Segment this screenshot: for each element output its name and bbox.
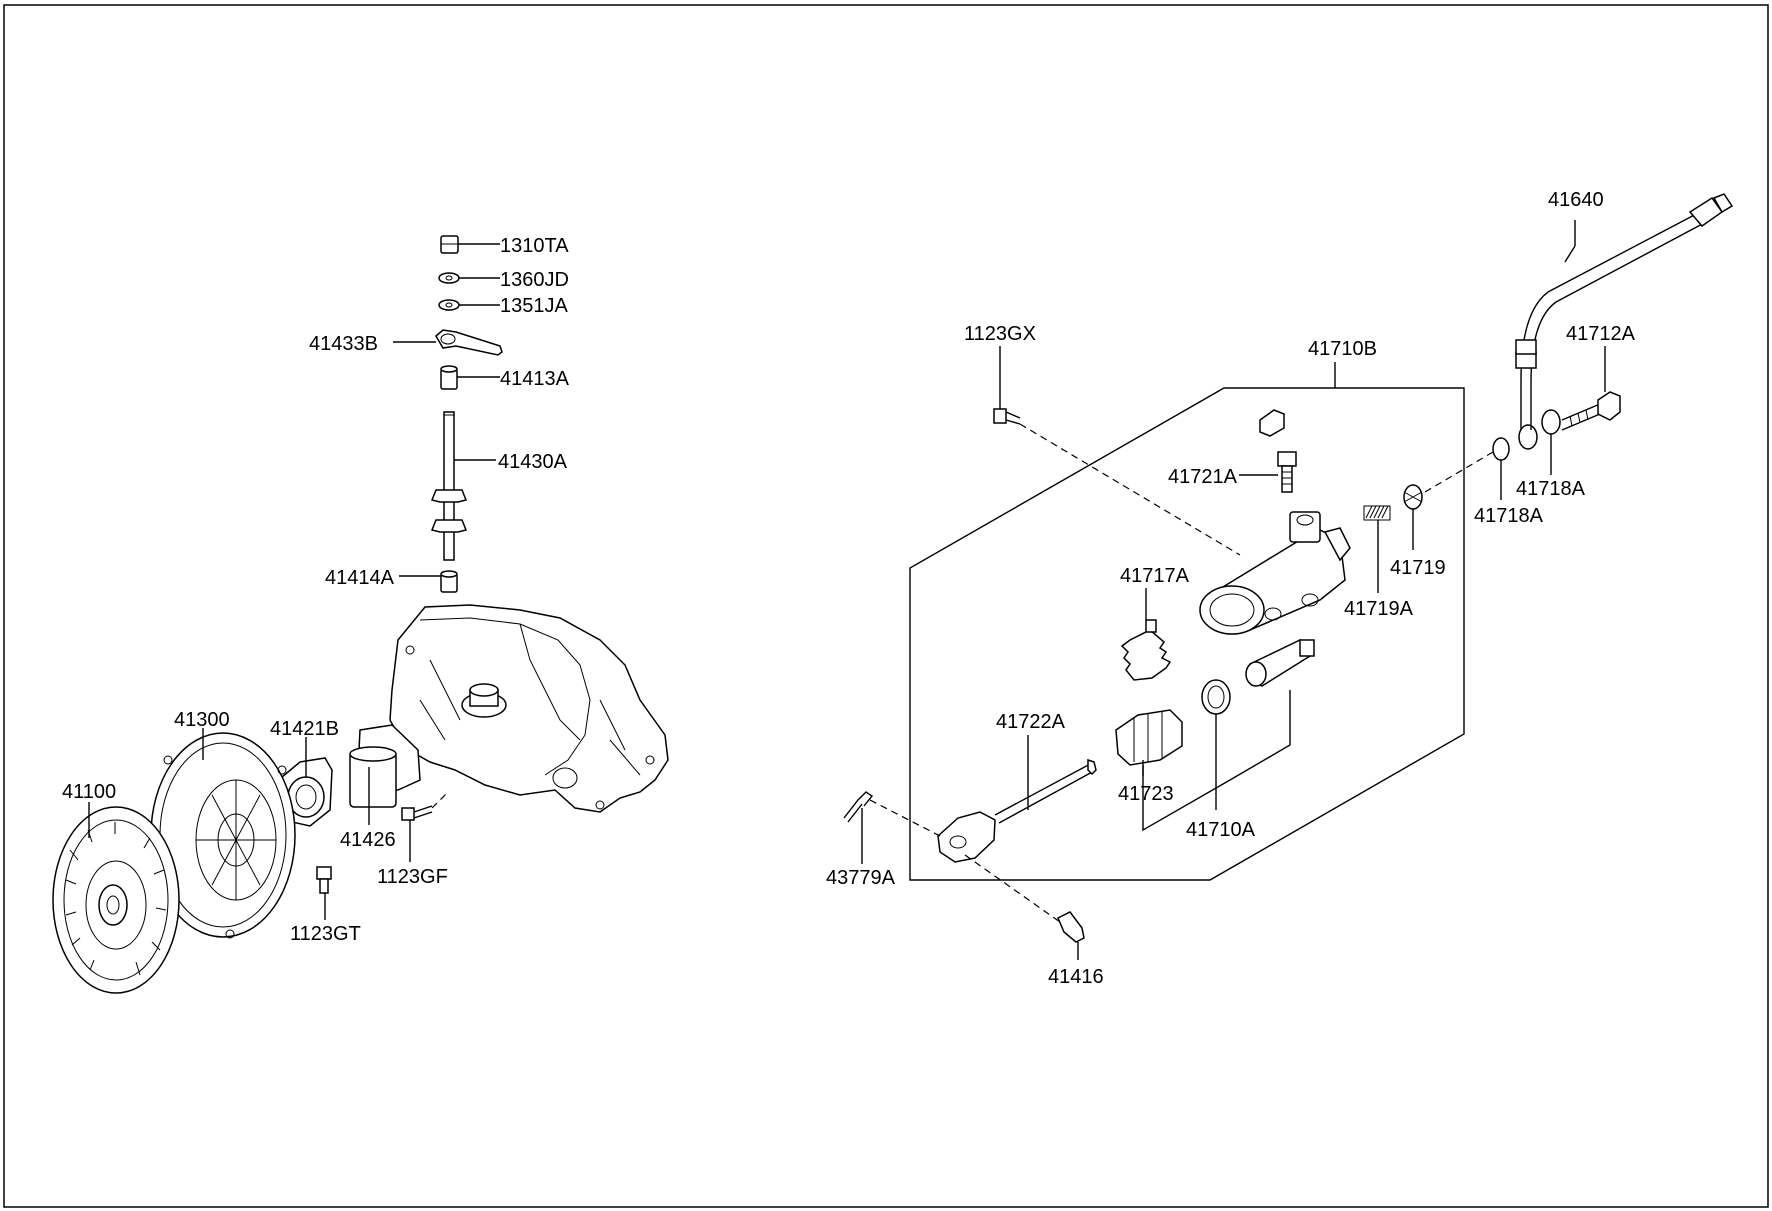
- shift-shaft-group: [430, 235, 503, 593]
- label-41719A: 41719A: [1344, 598, 1414, 620]
- label-41719: 41719: [1390, 557, 1446, 579]
- label-41300: 41300: [174, 709, 230, 731]
- part-41433B: [435, 329, 503, 356]
- label-41426: 41426: [340, 829, 396, 851]
- label-41433B: 41433B: [309, 333, 378, 355]
- part-41416: [1057, 911, 1085, 943]
- label-41413A: 41413A: [500, 368, 570, 390]
- part-41710A: [1201, 679, 1231, 715]
- label-41717A: 41717A: [1120, 565, 1190, 587]
- label-41723: 41723: [1118, 783, 1174, 805]
- diagram-border: [3, 4, 1769, 1208]
- part-41413A: [440, 365, 458, 390]
- part-41719A: [1363, 505, 1391, 521]
- label-41722A: 41722A: [996, 711, 1066, 733]
- label-43779A: 43779A: [826, 867, 896, 889]
- part-1123GF: [401, 791, 449, 821]
- part-41723: [1115, 709, 1183, 766]
- label-1351JA: 1351JA: [500, 295, 568, 317]
- label-1310TA: 1310TA: [500, 235, 569, 257]
- assembly-box-41710B: [909, 387, 1465, 881]
- label-41430A: 41430A: [498, 451, 568, 473]
- part-1351JA: [438, 299, 460, 311]
- part-1123GT: [316, 866, 332, 894]
- label-41414A: 41414A: [325, 567, 395, 589]
- part-1310TA: [440, 235, 459, 254]
- label-41710A: 41710A: [1186, 819, 1256, 841]
- part-41426: [349, 724, 421, 808]
- leader-lines: [88, 220, 1606, 960]
- label-1123GT: 1123GT: [290, 923, 361, 945]
- label-41100: 41100: [62, 781, 116, 803]
- label-1123GX: 1123GX: [964, 323, 1036, 345]
- part-41722A: [869, 758, 1097, 923]
- part-1360JD: [438, 272, 460, 284]
- part-41100: [52, 806, 180, 994]
- part-41721A: [1259, 409, 1297, 493]
- label-1360JD: 1360JD: [500, 269, 569, 291]
- label-41640: 41640: [1548, 189, 1604, 211]
- part-labels: 1310TA 1360JD 1351JA 41433B 41413A 41430…: [62, 189, 1636, 988]
- label-41712A: 41712A: [1566, 323, 1636, 345]
- label-1123GF: 1123GF: [377, 866, 448, 888]
- part-piston: [1245, 639, 1315, 687]
- label-41710B: 41710B: [1308, 338, 1377, 360]
- transmission-housing: [389, 604, 669, 813]
- part-41712A: [1561, 391, 1621, 431]
- part-41640: [1515, 193, 1734, 430]
- label-41718A-right: 41718A: [1516, 478, 1586, 500]
- part-43779A: [843, 791, 874, 823]
- part-41430A: [430, 411, 468, 561]
- label-41721A: 41721A: [1168, 466, 1238, 488]
- part-41719: [1403, 484, 1423, 510]
- bracket-lines: [1142, 690, 1291, 832]
- part-41300: [150, 732, 296, 939]
- part-41414A: [440, 570, 458, 593]
- label-41421B: 41421B: [270, 718, 339, 740]
- release-cylinder-body: [1199, 511, 1351, 635]
- part-41717A: [1120, 619, 1172, 681]
- part-1123GX: [993, 408, 1241, 556]
- label-41718A-left: 41718A: [1474, 505, 1544, 527]
- label-41416: 41416: [1048, 966, 1104, 988]
- part-41718A: [1424, 409, 1561, 493]
